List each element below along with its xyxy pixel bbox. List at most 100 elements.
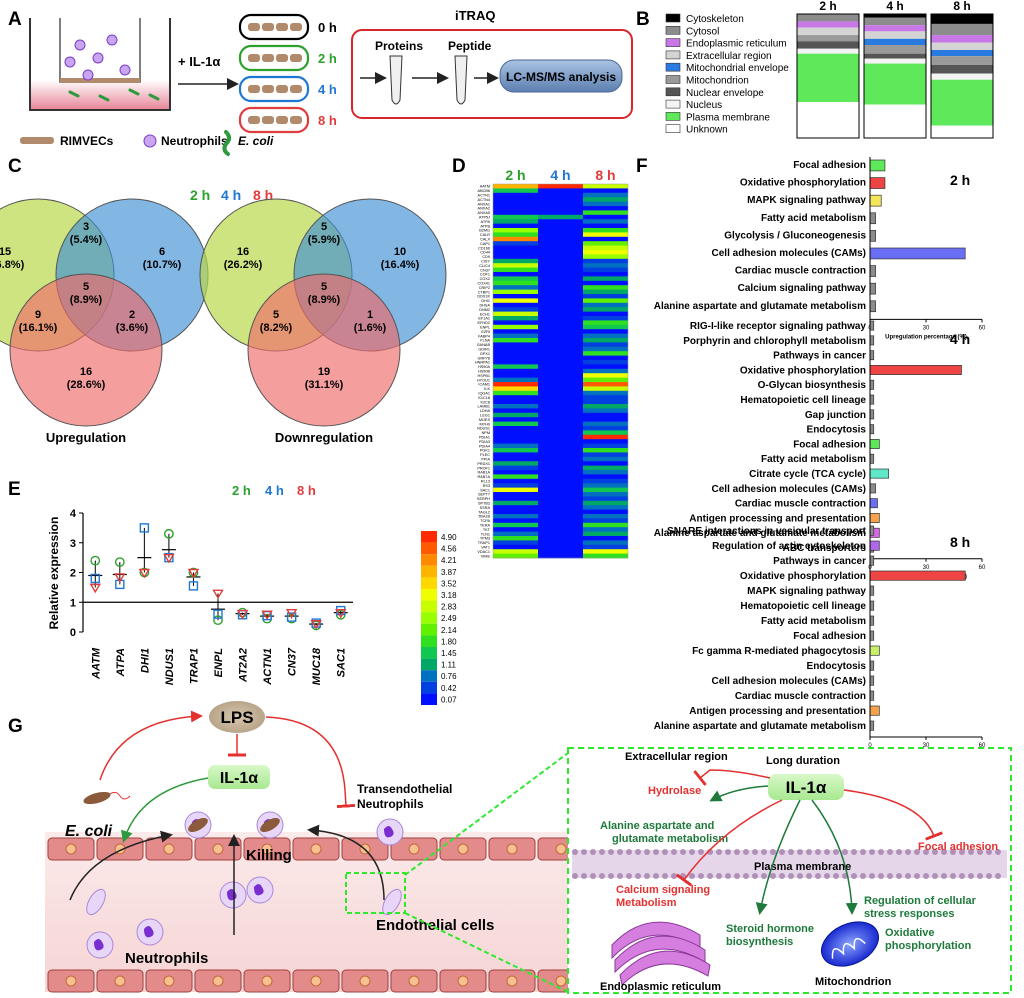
heat-cell <box>538 254 583 260</box>
neutrophil-cluster <box>64 34 160 102</box>
heat-cell <box>493 201 538 207</box>
heat-cell <box>493 272 538 277</box>
heat-cell <box>583 390 628 396</box>
heat-cell <box>493 223 538 229</box>
heat-row-label: HNRPA1 <box>475 361 490 365</box>
heat-cell <box>583 338 628 343</box>
heat-cell <box>538 241 583 246</box>
up-count-0: 15 <box>0 246 11 258</box>
up-pct-5: (3.6%) <box>116 322 149 334</box>
mitochondrion-icon <box>821 921 879 967</box>
lipid-head <box>644 849 650 855</box>
stack-segment <box>864 38 926 45</box>
point-8h <box>236 609 249 620</box>
gene-label-10: SAC1 <box>336 648 348 677</box>
lipid-head <box>779 849 785 855</box>
heat-cell <box>493 329 538 334</box>
heat-row-label: RAB1A <box>478 471 491 475</box>
f-bar <box>869 525 875 536</box>
lipid-head <box>968 873 974 879</box>
heat-cell <box>583 324 628 330</box>
lipid-head <box>644 873 650 879</box>
scale-swatch <box>421 658 437 671</box>
heat-cell <box>493 267 538 273</box>
lipid-head <box>689 849 695 855</box>
f-bar-label: Cell adhesion molecules (CAMs) <box>712 248 866 259</box>
down-count-5: 1 <box>367 309 373 321</box>
heat-cell <box>493 355 538 361</box>
f-bar-label: Hematopoietic cell lineage <box>740 601 866 612</box>
heat-row-label: HSPB1 <box>478 374 490 378</box>
f-bar-label: Pathways in cancer <box>773 351 866 362</box>
heat-cell <box>493 382 538 387</box>
migrating-neutrophil-icon <box>86 888 106 916</box>
f-bar-label: SNARE interactions in vesicular transpor… <box>667 526 867 537</box>
heat-cell <box>538 483 583 488</box>
heat-cell <box>493 214 538 220</box>
endothelial-nucleus <box>359 975 371 987</box>
lipid-head <box>662 849 668 855</box>
gene-label-5: ENPL <box>213 648 225 678</box>
heat-row-label: VDAC1 <box>477 550 490 554</box>
peptide-label: Peptide <box>448 39 492 53</box>
heat-cell <box>493 448 538 453</box>
heat-cell <box>493 421 538 427</box>
heat-row-label: TKT <box>483 528 491 532</box>
heat-cell <box>493 456 538 462</box>
rimvec-cell-icon <box>276 116 288 124</box>
itraq-box <box>351 29 633 119</box>
il1a-to-mito-arrow <box>811 799 858 915</box>
heat-cell <box>538 399 583 405</box>
heat-row-label: HS90A <box>478 365 490 369</box>
scale-label-0: 4.90 <box>441 533 457 542</box>
heat-cell <box>538 373 583 378</box>
heat-cell <box>583 456 628 462</box>
legend-swatch-7 <box>665 99 681 109</box>
f-bar-label: Focal adhesion <box>793 439 866 450</box>
heat-row-label: ACTN1 <box>478 194 490 198</box>
f-bar-label: Cell adhesion molecules (CAMs) <box>712 484 866 495</box>
heat-row-label: AATM <box>480 185 490 189</box>
lipid-head <box>599 873 605 879</box>
long-duration-label: Long duration <box>766 755 840 767</box>
f-bar <box>869 585 875 596</box>
stack-segment <box>864 58 926 64</box>
heat-cell <box>538 536 583 541</box>
f-tick-label: 0 <box>868 743 872 749</box>
heat-cell <box>493 430 538 436</box>
stack-segment <box>797 14 859 22</box>
heat-cell <box>538 395 583 400</box>
alanine-label-1: Alanine aspartate and <box>600 820 714 832</box>
heat-row-label: DHI1 <box>481 299 490 303</box>
il1a-node <box>208 765 270 789</box>
heat-cell <box>538 364 583 370</box>
heat-cell <box>538 311 583 317</box>
f-bar-label: Calcium signaling pathway <box>738 283 867 294</box>
lipid-head <box>608 873 614 879</box>
scale-swatch <box>421 612 437 624</box>
lps-label: LPS <box>220 708 253 727</box>
time-label-0h: 0 h <box>318 20 337 35</box>
heat-cell <box>583 505 628 510</box>
endothelial-nucleus <box>555 843 567 855</box>
heat-cell <box>538 505 583 510</box>
f-bar <box>869 394 875 405</box>
ecoli-icon <box>68 90 80 98</box>
heat-cell <box>538 540 583 546</box>
heat-cell <box>583 285 628 290</box>
heat-cell <box>538 280 583 286</box>
heat-row-label: GANAB <box>477 343 491 347</box>
lipid-head <box>833 873 839 879</box>
heat-cell <box>583 404 628 409</box>
f-bar-label: Endocytosis <box>807 425 867 436</box>
lipid-head <box>734 873 740 879</box>
lipid-head <box>779 873 785 879</box>
endothelial-nucleus <box>163 975 175 987</box>
point-4h <box>213 609 223 619</box>
heat-cell <box>538 408 583 414</box>
endothelial-nucleus <box>65 975 77 987</box>
heat-cell <box>583 553 628 559</box>
heat-cell <box>538 294 583 299</box>
scale-swatch <box>421 623 437 636</box>
down-pct-2: (31.1%) <box>305 379 344 391</box>
